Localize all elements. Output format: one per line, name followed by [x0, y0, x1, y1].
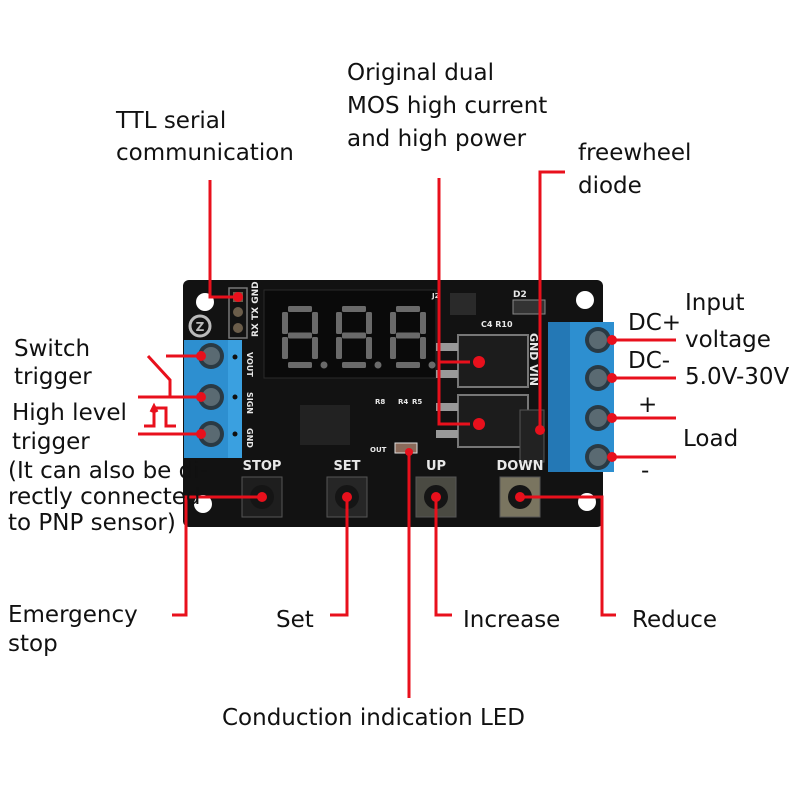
display-segment [288, 332, 312, 339]
display-segment [366, 312, 372, 334]
label-load: Load [683, 426, 738, 452]
dot-sign [196, 392, 206, 402]
button-label: DOWN [496, 459, 543, 474]
display-segment [342, 332, 366, 339]
dot-led [405, 448, 413, 456]
dot-up [431, 492, 441, 502]
label-load-minus: - [641, 458, 649, 484]
leader-diode [538, 170, 565, 430]
label-increase: Increase [463, 607, 560, 633]
left-terminal-block [184, 340, 242, 458]
leader-stop [172, 495, 262, 617]
button-label: SET [333, 459, 360, 474]
dot-load-plus [607, 413, 617, 423]
gnd-label: GND [245, 428, 254, 448]
display-segment [396, 332, 420, 339]
r8-label: R8 [375, 398, 385, 406]
dot-switch [196, 351, 206, 361]
display-segment [390, 337, 396, 359]
brand-logo-icon: Z [188, 314, 212, 338]
button-label: STOP [243, 459, 282, 474]
out-label: OUT [370, 446, 387, 454]
decimal-point [320, 361, 328, 369]
c4-r10-label: C4 R10 [481, 320, 513, 329]
d2-label: D2 [513, 290, 527, 300]
j2-label: J2 [431, 292, 440, 300]
dot-dcplus [607, 335, 617, 345]
dot-diode [535, 425, 545, 435]
button-label: UP [426, 459, 446, 474]
leader-lines [138, 170, 676, 698]
ic-chip [450, 293, 476, 315]
display-segment [288, 306, 312, 312]
sign-label: SIGN [245, 392, 254, 414]
right-terminal-block [548, 322, 614, 472]
display-segment [366, 337, 372, 359]
display-segment [342, 362, 366, 368]
button-stop[interactable]: STOP [241, 459, 283, 518]
d2-component [512, 299, 546, 315]
dot-stop [257, 492, 267, 502]
r4-label: R4 [398, 398, 408, 406]
mounting-hole [576, 291, 594, 309]
display-segment [390, 312, 396, 334]
vout-label: VOUT [245, 352, 254, 377]
dot-load-minus [607, 452, 617, 462]
label-dc-plus: DC+ [628, 310, 681, 336]
display-segment [420, 312, 426, 334]
label-load-plus: + [638, 392, 657, 418]
leader-down [520, 495, 616, 617]
pulse-symbol-icon [144, 406, 176, 428]
display-segment [282, 337, 288, 359]
display-segment [312, 337, 318, 359]
label-led: Conduction indication LED [222, 705, 525, 731]
switch-symbol-icon [146, 354, 172, 397]
dot-mos-upper [473, 356, 485, 368]
display-segment [342, 306, 366, 312]
dot-ttl [233, 292, 243, 302]
r5-label: R5 [412, 398, 422, 406]
decimal-point [374, 361, 382, 369]
display-segment [396, 306, 420, 312]
mounting-hole [194, 495, 212, 513]
leader-ttl [208, 180, 238, 299]
display-segment [336, 312, 342, 334]
display-segment [420, 337, 426, 359]
dot-mos-lower [473, 418, 485, 430]
display-segment [312, 312, 318, 334]
gnd-vin-label: GND VIN [527, 333, 540, 386]
leader-up [434, 497, 452, 617]
dot-set [342, 492, 352, 502]
header-silkscreen: RX TX GND [251, 281, 261, 337]
decimal-point [428, 361, 436, 369]
regulator-chip [300, 405, 350, 445]
display-segment [396, 362, 420, 368]
label-set: Set [276, 607, 314, 633]
mosfet-lower [436, 394, 529, 448]
display-digits [282, 306, 436, 369]
display-segment [288, 362, 312, 368]
label-reduce: Reduce [632, 607, 717, 633]
svg-text:Z: Z [196, 320, 205, 334]
label-dc-minus: DC- [628, 348, 670, 374]
pulse-arrow-icon [149, 402, 159, 413]
button-down[interactable]: DOWN [496, 459, 544, 518]
display-segment [282, 312, 288, 334]
dot-gnd [196, 429, 206, 439]
display-segment [336, 337, 342, 359]
dot-dcminus [607, 373, 617, 383]
leader-mos [437, 178, 470, 426]
dot-down [515, 492, 525, 502]
leader-set [330, 497, 349, 617]
